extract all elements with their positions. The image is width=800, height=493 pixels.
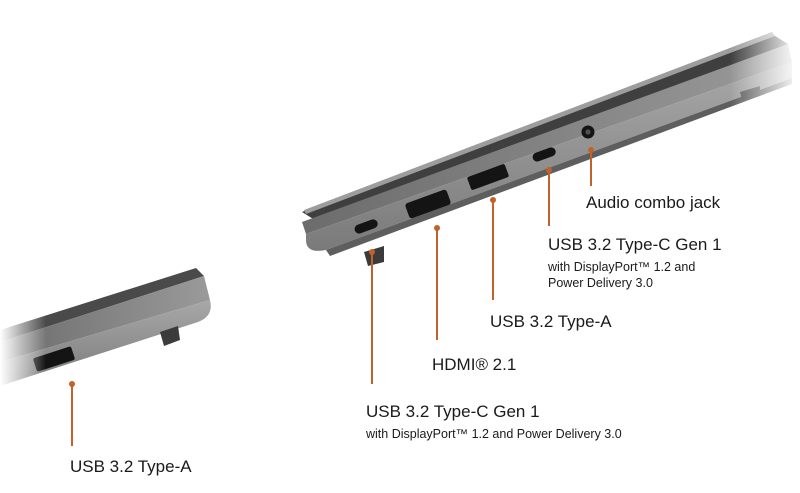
right-laptop-base-top <box>302 44 792 234</box>
hdmi-port <box>405 189 451 219</box>
left-laptop-lid <box>0 268 204 342</box>
callout-right-usb-c-rear: USB 3.2 Type-C Gen 1 with DisplayPort™ 1… <box>548 235 722 291</box>
right-usb-a-port <box>467 164 509 190</box>
callout-right-usb-c-front: USB 3.2 Type-C Gen 1 with DisplayPort™ 1… <box>366 402 622 442</box>
callout-audio: Audio combo jack <box>586 193 720 213</box>
leader-dot-hdmi <box>434 225 440 231</box>
callout-right-usb-c-rear-sub-2: Power Delivery 3.0 <box>548 276 653 290</box>
leader-dot-audio <box>588 147 594 153</box>
callout-audio-label: Audio combo jack <box>586 193 721 212</box>
leader-dots <box>69 147 594 387</box>
callout-right-usb-c-front-label: USB 3.2 Type-C Gen 1 <box>366 402 540 421</box>
callout-left-usb-a-label: USB 3.2 Type-A <box>70 457 192 476</box>
leader-dot-right-usb-c-front <box>369 249 375 255</box>
callout-left-usb-a: USB 3.2 Type-A <box>70 457 192 477</box>
callout-hdmi: HDMI® 2.1 <box>432 355 516 375</box>
leader-lines <box>71 150 592 446</box>
callout-right-usb-a-label: USB 3.2 Type-A <box>490 312 612 331</box>
leader-dot-left-usb-a <box>69 381 75 387</box>
right-laptop-foot <box>364 246 384 266</box>
right-laptop-lid <box>302 34 788 222</box>
leader-dot-right-usb-c-rear <box>546 167 552 173</box>
left-laptop-side <box>0 250 211 410</box>
leader-dot-right-usb-a <box>490 197 496 203</box>
right-usb-c-front-port <box>354 219 378 234</box>
right-usb-c-rear-port <box>532 147 556 162</box>
callout-right-usb-c-front-sub: with DisplayPort™ 1.2 and Power Delivery… <box>366 427 622 441</box>
callout-right-usb-c-rear-label: USB 3.2 Type-C Gen 1 <box>548 235 722 254</box>
callout-hdmi-label: HDMI® 2.1 <box>432 355 517 374</box>
callout-right-usb-c-rear-sub-1: with DisplayPort™ 1.2 and <box>548 260 696 274</box>
callout-right-usb-a: USB 3.2 Type-A <box>490 312 612 332</box>
left-laptop-foot <box>160 326 180 346</box>
right-laptop-side <box>302 20 800 266</box>
